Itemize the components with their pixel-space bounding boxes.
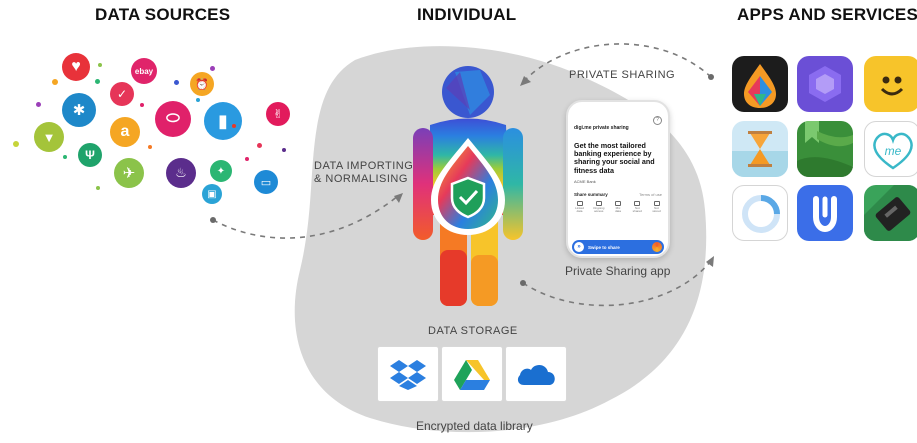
amazon-icon: a <box>110 117 140 147</box>
summary-item: Not shared <box>632 200 643 214</box>
decor-dot <box>282 148 286 152</box>
decor-dot <box>174 80 179 85</box>
phone-brand: digi.me private sharing <box>574 125 629 131</box>
swipe-to-share-button[interactable]: » Swipe to share <box>572 240 664 254</box>
summary-icon <box>595 200 602 206</box>
basket-icon: ▼ <box>34 122 64 152</box>
decor-dot <box>210 66 215 71</box>
secure-drop-icon <box>431 138 505 235</box>
sharing-arrowhead-bottom <box>706 256 714 267</box>
food-icon: Ψ <box>78 143 102 167</box>
label-private-sharing: PRIVATE SHARING <box>569 69 676 81</box>
decor-dot <box>52 79 58 85</box>
pill-icon: ⬭ <box>155 101 191 137</box>
onedrive-icon <box>505 346 567 402</box>
decor-dot <box>63 155 67 159</box>
phone-summary-title: Share summary <box>574 191 608 197</box>
shield-icon <box>450 176 486 219</box>
decor-dot <box>96 186 100 190</box>
decor-dot <box>232 124 236 128</box>
caption-private-sharing-app: Private Sharing app <box>565 264 671 278</box>
svg-text:me: me <box>885 144 902 158</box>
label-data-importing: DATA IMPORTING & NORMALISING <box>314 160 413 186</box>
checkmark-icon <box>458 189 479 206</box>
card-icon: ▭ <box>254 170 278 194</box>
ring-app-icon <box>732 185 788 241</box>
bank-icon: ✱ <box>62 93 96 127</box>
heading-apps-services: APPS AND SERVICES <box>737 5 917 24</box>
twitter-icon: ✦ <box>210 160 232 182</box>
u-app-icon <box>797 185 853 241</box>
private-sharing-phone: digi.me private sharing ? Get the most t… <box>566 100 670 258</box>
sharing-arrow-bottom <box>522 261 711 307</box>
import-arrow <box>212 195 399 239</box>
person-right-arm <box>503 128 523 240</box>
alarm-icon: ⏰ <box>190 72 214 96</box>
person-left-arm <box>413 128 433 240</box>
phone-summary-row: Linked data Ongoing access Mix data Not … <box>574 200 662 214</box>
help-icon[interactable]: ? <box>653 116 662 125</box>
decor-dot <box>98 63 102 67</box>
heart-me-app-icon: me <box>864 121 917 177</box>
decor-dot <box>257 143 262 148</box>
swipe-label: Swipe to share <box>588 244 620 250</box>
phone-bank: ACME Bank <box>574 178 596 184</box>
heading-data-sources: DATA SOURCES <box>95 5 231 24</box>
bookmark-map-app-icon <box>797 121 853 177</box>
label-data-storage: DATA STORAGE <box>428 325 518 337</box>
sharing-arrow-bottom-dot <box>520 280 526 286</box>
phone-terms-link[interactable]: Terms of use <box>639 191 662 197</box>
label-data-importing-line1: DATA IMPORTING <box>314 160 414 172</box>
phone-headline: Get the most tailored banking experience… <box>574 141 655 175</box>
sharing-arrowhead-top <box>520 76 531 86</box>
summary-icon <box>634 200 641 206</box>
sharing-arrow-top-dot <box>708 74 714 80</box>
summary-icon <box>615 200 621 206</box>
fire-icon: ♨ <box>166 158 196 188</box>
swipe-arrows-icon: » <box>574 242 584 252</box>
summary-item: Not stored <box>651 200 662 214</box>
hourglass-app-icon <box>732 121 788 177</box>
smiley-app-icon <box>864 56 917 112</box>
caption-encrypted-library: Encrypted data library <box>416 419 533 433</box>
hexagon-app-icon <box>797 56 853 112</box>
document-icon: ▮ <box>204 102 242 140</box>
import-arrow-start-dot <box>210 217 216 223</box>
heading-individual: INDIVIDUAL <box>417 5 517 24</box>
droplet-app-icon <box>732 56 788 112</box>
import-arrowhead <box>394 193 403 203</box>
wallet-app-icon <box>864 185 917 241</box>
dropbox-icon <box>377 346 439 402</box>
label-data-importing-line2: & NORMALISING <box>314 173 408 185</box>
decor-dot <box>148 145 152 149</box>
digime-logo-icon <box>652 242 662 252</box>
heart-health-icon: ♥ <box>62 53 90 81</box>
sharing-arrow-top <box>524 43 712 81</box>
like-icon: ✌ <box>266 102 290 126</box>
summary-item: Ongoing access <box>593 200 604 214</box>
google-drive-icon <box>441 346 503 402</box>
decor-dot <box>140 103 144 107</box>
flight-icon: ✈ <box>114 158 144 188</box>
decor-dot <box>245 157 249 161</box>
summary-item: Mix data <box>613 200 624 214</box>
decor-dot <box>13 141 19 147</box>
summary-icon <box>653 200 660 206</box>
summary-item: Linked data <box>574 200 585 214</box>
decor-dot <box>36 102 41 107</box>
decor-dot <box>95 79 100 84</box>
decor-dot <box>196 98 200 102</box>
health-check-icon: ✓ <box>110 82 134 106</box>
summary-icon <box>576 200 583 206</box>
photo-icon: ▣ <box>202 184 222 204</box>
ebay-icon: ebay <box>131 58 157 84</box>
